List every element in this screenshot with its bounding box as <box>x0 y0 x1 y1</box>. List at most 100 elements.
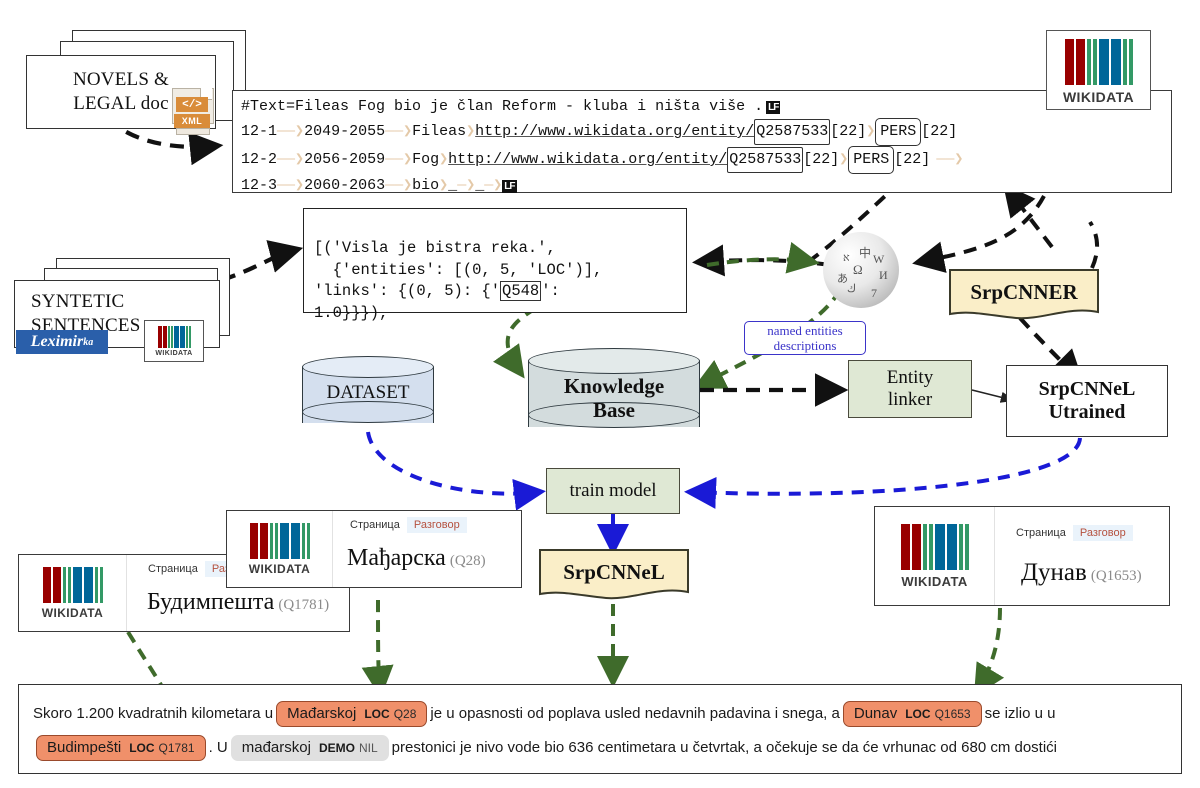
row-count2: [22] <box>921 123 958 140</box>
kb-line1: Knowledge <box>563 374 665 398</box>
tab-arrow-icon: ❯ <box>466 123 476 140</box>
kb-line2: Base <box>593 398 635 422</box>
card-tab-page[interactable]: Страница <box>1016 527 1066 539</box>
tuple-line-4: 1.0}}}), <box>314 303 389 322</box>
sentence-text-5: prestonici je nivo vode bio 636 centimet… <box>391 739 1058 756</box>
dataset-cylinder: DATASET <box>302 356 434 434</box>
tuple-line-2: {'entities': [(0, 5, 'LOC')], <box>314 260 603 279</box>
tab-arrow-icon: ——❯ <box>277 177 305 194</box>
card-logo-pane: WIKIDATA <box>19 555 127 631</box>
row-qid: Q2587533 <box>727 147 804 173</box>
card-title: Дунав <box>1021 559 1087 586</box>
card-tabs[interactable]: Страница Разговор <box>343 517 467 533</box>
chip-word: Dunav <box>853 705 898 723</box>
card-logo-pane: WIKIDATA <box>875 507 995 605</box>
row-count2: [22] <box>894 151 931 168</box>
wikidata-bars <box>157 325 191 348</box>
card-qid: (Q1781) <box>278 597 330 613</box>
conll-annotation-panel: #Text=Fileas Fog bio je član Reform - kl… <box>232 90 1172 194</box>
tab-arrow-icon: —❯ <box>457 177 476 194</box>
srpcnnel-node[interactable]: SrpCNNeL <box>538 548 690 604</box>
entity-linker-line2: linker <box>887 389 933 410</box>
row-id: 12-3 <box>241 177 278 194</box>
conll-header-row: #Text=Fileas Fog bio je član Reform - kl… <box>241 96 1163 118</box>
row-token: bio <box>412 177 440 194</box>
wikidata-bars <box>900 523 969 570</box>
card-dunav[interactable]: WIKIDATA Страница Разговор Дунав (Q1653) <box>874 506 1170 606</box>
synthetic-wikidata-text: WIKIDATA <box>155 349 193 357</box>
tuple-line-3a: 'links': {(0, 5): {' <box>314 282 501 301</box>
wikidata-logo-text: WIKIDATA <box>1062 89 1135 105</box>
chip-qid: Q1781 <box>158 741 195 756</box>
tuple-qid: Q548 <box>500 281 542 302</box>
entity-linker-line1: Entity <box>886 367 934 388</box>
tab-arrow-icon: ❯ <box>439 177 449 194</box>
card-title-row: Мађарска (Q28) <box>347 545 486 572</box>
card-tabs[interactable]: Страница Разговор <box>1009 525 1133 541</box>
srpcnnel-label: SrpCNNeL <box>563 560 665 584</box>
callout-line2: descriptions <box>773 337 837 353</box>
wikidata-bars <box>42 566 103 603</box>
train-model-box[interactable]: train model <box>546 468 680 514</box>
chip-qid: Q1653 <box>934 707 971 722</box>
tab-arrow-icon: ❯ <box>439 151 449 168</box>
sentence-text-1: Skoro 1.200 kvadratnih kilometara u <box>33 705 274 722</box>
tab-arrow-icon: —❯ <box>484 177 503 194</box>
tab-arrow-icon: ——❯ <box>277 123 305 140</box>
card-logo-text: WIKIDATA <box>248 561 311 576</box>
row-qid: Q2587533 <box>754 119 831 145</box>
card-content: Страница Разговор Мађарска (Q28) <box>333 511 521 587</box>
card-madjarska[interactable]: WIKIDATA Страница Разговор Мађарска (Q28… <box>226 510 522 588</box>
srpcnnel-untrained-box[interactable]: SrpCNNeL Utrained <box>1006 365 1168 437</box>
srpcnner-node[interactable]: SrpCNNER <box>948 268 1100 324</box>
card-title: Будимпешта <box>147 589 275 615</box>
card-tab-page[interactable]: Страница <box>350 519 400 531</box>
tab-arrow-icon: ——❯ <box>385 123 413 140</box>
xml-label: XML <box>174 114 210 128</box>
card-qid: (Q1653) <box>1090 568 1142 584</box>
leximir-label: Leximir <box>30 333 84 350</box>
card-tab-page[interactable]: Страница <box>148 563 198 575</box>
tuple-line-3b: ': <box>541 282 560 301</box>
entity-linker-box[interactable]: Entity linker <box>848 360 972 418</box>
novels-legal-doc-stack: NOVELS & LEGAL doc </> XML <box>22 30 252 140</box>
chip-word: Mađarskoj <box>287 705 357 723</box>
sentence-text-3: se izlio u u <box>984 705 1056 722</box>
novels-line2: LEGAL doc <box>73 93 169 114</box>
chip-tag: LOC <box>129 741 155 756</box>
card-tab-talk[interactable]: Разговор <box>406 517 467 533</box>
row-type: PERS <box>875 118 922 146</box>
conll-row: 12-2 ——❯ 2056-2059 ——❯ Fog ❯ http://www.… <box>241 146 1163 174</box>
chip-tag: DEMO <box>318 741 355 756</box>
tab-arrow-icon: ——❯ <box>385 151 413 168</box>
tab-arrow-icon: ——❯ <box>936 151 964 168</box>
row-uri: http://www.wikidata.org/entity/ <box>448 151 728 168</box>
card-tab-talk[interactable]: Разговор <box>1072 525 1133 541</box>
tab-arrow-icon: ❯ <box>839 151 849 168</box>
leximir-sup: ka <box>83 336 94 348</box>
card-logo-text: WIKIDATA <box>41 605 104 620</box>
row-id: 12-2 <box>241 151 278 168</box>
card-title: Мађарска <box>347 545 446 571</box>
chip-tag: LOC <box>905 707 931 722</box>
card-title-row: Дунав (Q1653) <box>1021 559 1142 587</box>
wikidata-logo: WIKIDATA <box>1046 30 1151 110</box>
row-token: Fog <box>412 151 440 168</box>
row-span: 2056-2059 <box>304 151 386 168</box>
card-logo-pane: WIKIDATA <box>227 511 333 587</box>
row-type: PERS <box>848 146 895 174</box>
xml-code-glyph: </> <box>176 97 208 112</box>
lf-marker: LF <box>502 179 517 193</box>
named-entities-descriptions-label: named entities descriptions <box>744 321 866 355</box>
chip-qid: NIL <box>358 741 378 756</box>
row-count1: [22] <box>803 151 840 168</box>
card-qid: (Q28) <box>449 553 486 569</box>
wikidata-bars <box>249 522 310 559</box>
